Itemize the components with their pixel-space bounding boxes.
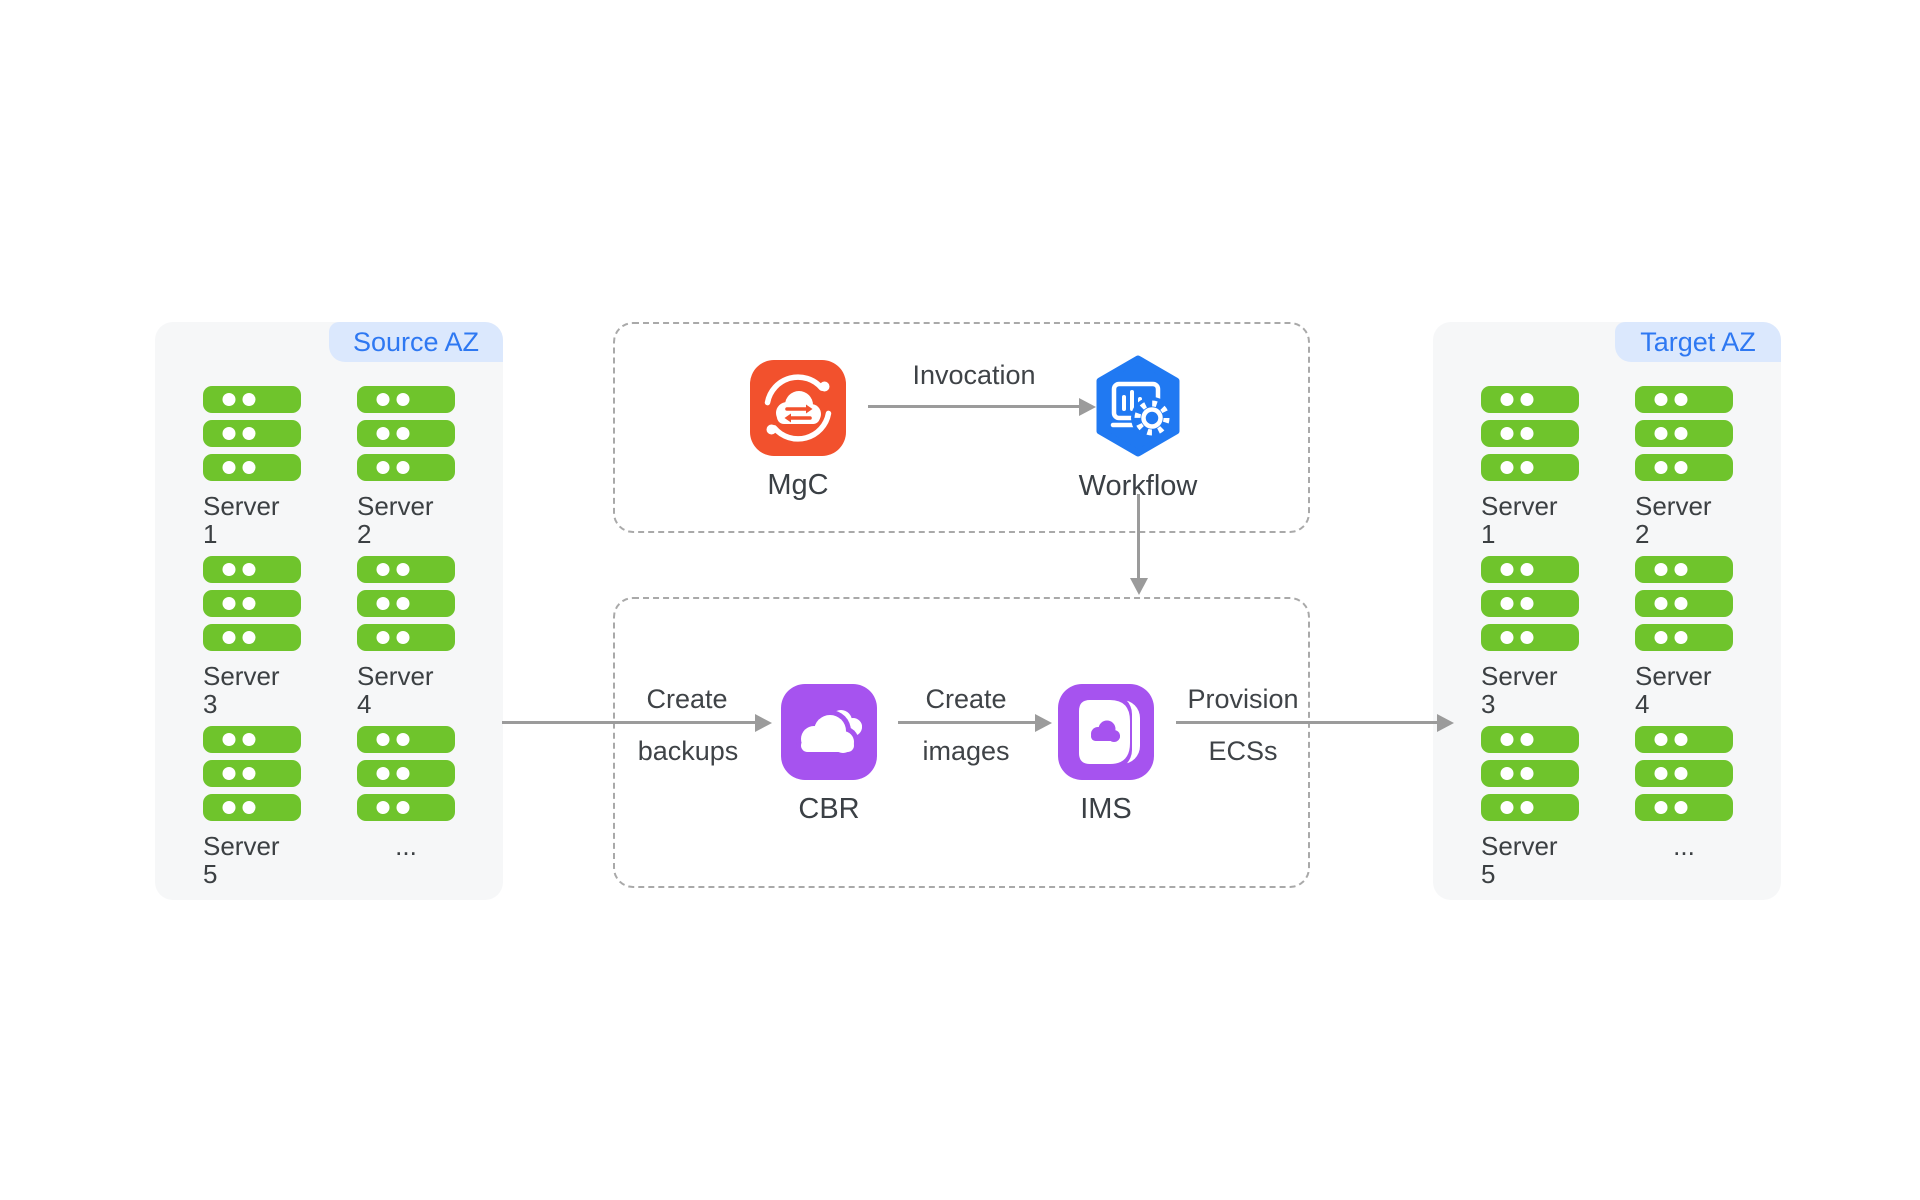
server-group: Server 5	[1481, 726, 1579, 889]
server-label: Server 3	[203, 661, 280, 719]
source-az-panel: Source AZ Server 1 Server 2 Server 3 Ser…	[155, 322, 503, 900]
server-icon	[203, 386, 301, 481]
server-icon	[203, 556, 301, 651]
server-label: Server 5	[203, 831, 280, 889]
server-icon	[1635, 556, 1733, 651]
arrow-cbr-to-ims	[898, 721, 1036, 724]
server-group: Server 4	[1635, 556, 1733, 719]
backup-image-box	[613, 597, 1310, 888]
arrow-source-to-cbr	[502, 721, 756, 724]
server-icon	[1635, 386, 1733, 481]
server-label: Server 1	[203, 491, 280, 549]
server-icon	[1481, 386, 1579, 481]
arrow-mgc-to-workflow	[868, 405, 1080, 408]
server-label: Server 2	[357, 491, 434, 549]
mgc-icon	[750, 360, 846, 456]
server-label: Server 5	[1481, 831, 1558, 889]
server-icon	[357, 726, 455, 821]
create-backups-label-line1: Create	[646, 684, 728, 714]
server-group: Server 2	[357, 386, 455, 549]
ims-icon	[1058, 684, 1154, 780]
server-icon	[357, 556, 455, 651]
provision-ecss-label-line1: Provision	[1187, 684, 1299, 714]
cbr-service: CBR	[749, 684, 909, 826]
server-group: Server 4	[357, 556, 455, 719]
mgc-service: MgC	[718, 360, 878, 502]
server-icon	[1481, 726, 1579, 821]
target-az-tab: Target AZ	[1615, 322, 1781, 362]
server-group: Server 1	[203, 386, 301, 549]
server-group: Server 5	[203, 726, 301, 889]
source-az-tab: Source AZ	[328, 322, 503, 362]
server-label: Server 2	[1635, 491, 1712, 549]
server-icon	[357, 386, 455, 481]
arrow-workflow-to-backup-box	[1137, 494, 1140, 580]
server-label: ...	[395, 831, 417, 861]
ims-service: IMS	[1026, 684, 1186, 826]
server-label: Server 1	[1481, 491, 1558, 549]
create-backups-label-line2: backups	[637, 736, 739, 766]
source-server-grid: Server 1 Server 2 Server 3 Server 4 Serv…	[155, 386, 503, 889]
server-group: Server 3	[203, 556, 301, 719]
server-label: Server 4	[357, 661, 434, 719]
cbr-label: CBR	[798, 793, 860, 825]
server-group: Server 2	[1635, 386, 1733, 549]
create-images-label-line2: images	[922, 736, 1010, 766]
server-icon	[1481, 556, 1579, 651]
target-server-grid: Server 1 Server 2 Server 3 Server 4 Serv…	[1433, 386, 1781, 889]
server-label: ...	[1673, 831, 1695, 861]
arrow-ims-to-target	[1176, 721, 1438, 724]
ims-label: IMS	[1080, 793, 1132, 825]
cbr-icon	[781, 684, 877, 780]
create-images-label-line1: Create	[925, 684, 1007, 714]
invocation-label: Invocation	[912, 360, 1036, 390]
orchestration-box	[613, 322, 1310, 533]
mgc-label: MgC	[767, 469, 829, 501]
workflow-icon	[1096, 355, 1180, 457]
server-icon	[203, 726, 301, 821]
server-group: ...	[1635, 726, 1733, 860]
provision-ecss-label-line2: ECSs	[1208, 736, 1278, 766]
workflow-service: Workflow	[1058, 355, 1218, 503]
server-group: Server 3	[1481, 556, 1579, 719]
server-group: Server 1	[1481, 386, 1579, 549]
server-icon	[1635, 726, 1733, 821]
target-az-panel: Target AZ Server 1 Server 2 Server 3 Ser…	[1433, 322, 1781, 900]
server-label: Server 3	[1481, 661, 1558, 719]
server-group: ...	[357, 726, 455, 860]
server-label: Server 4	[1635, 661, 1712, 719]
